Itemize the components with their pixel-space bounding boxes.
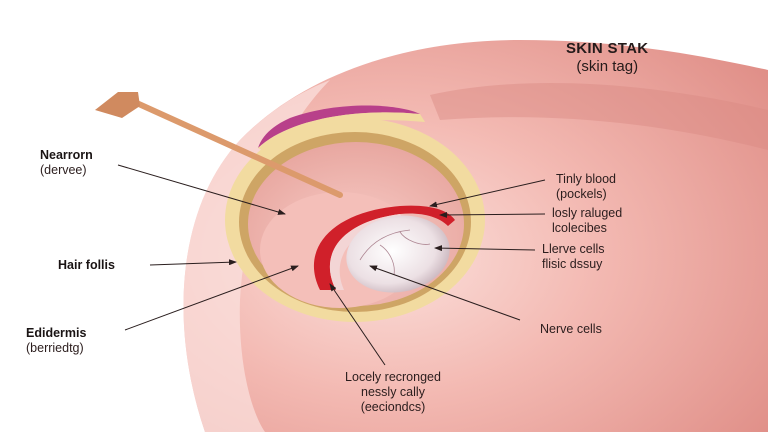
title-main: SKIN STAK	[566, 40, 649, 57]
nerve-core	[346, 215, 450, 293]
label-nearrorn: Nearrorn (dervee)	[40, 148, 93, 177]
hair-shaft	[127, 97, 343, 198]
label-nerve-cells: Nerve cells	[540, 322, 602, 336]
blood-vessel	[313, 205, 455, 290]
label-loosely-arranged: Locely recronged nessly cally (eeciondcs…	[345, 370, 441, 414]
diagram-title: SKIN STAK (skin tag)	[566, 40, 648, 76]
label-epidermis: Edidermis (berriedtg)	[26, 326, 87, 355]
label-collagen: losly raluged lcolecibes	[552, 206, 623, 235]
label-hair-follicle: Hair follis	[58, 258, 115, 272]
epidermis-band	[258, 105, 420, 148]
title-sub: (skin tag)	[576, 58, 639, 75]
label-blood-vessels: Tinly blood (pockels)	[556, 172, 616, 201]
label-nerve-cells-tissue: Llerve cells flisic dssuy	[542, 242, 605, 271]
